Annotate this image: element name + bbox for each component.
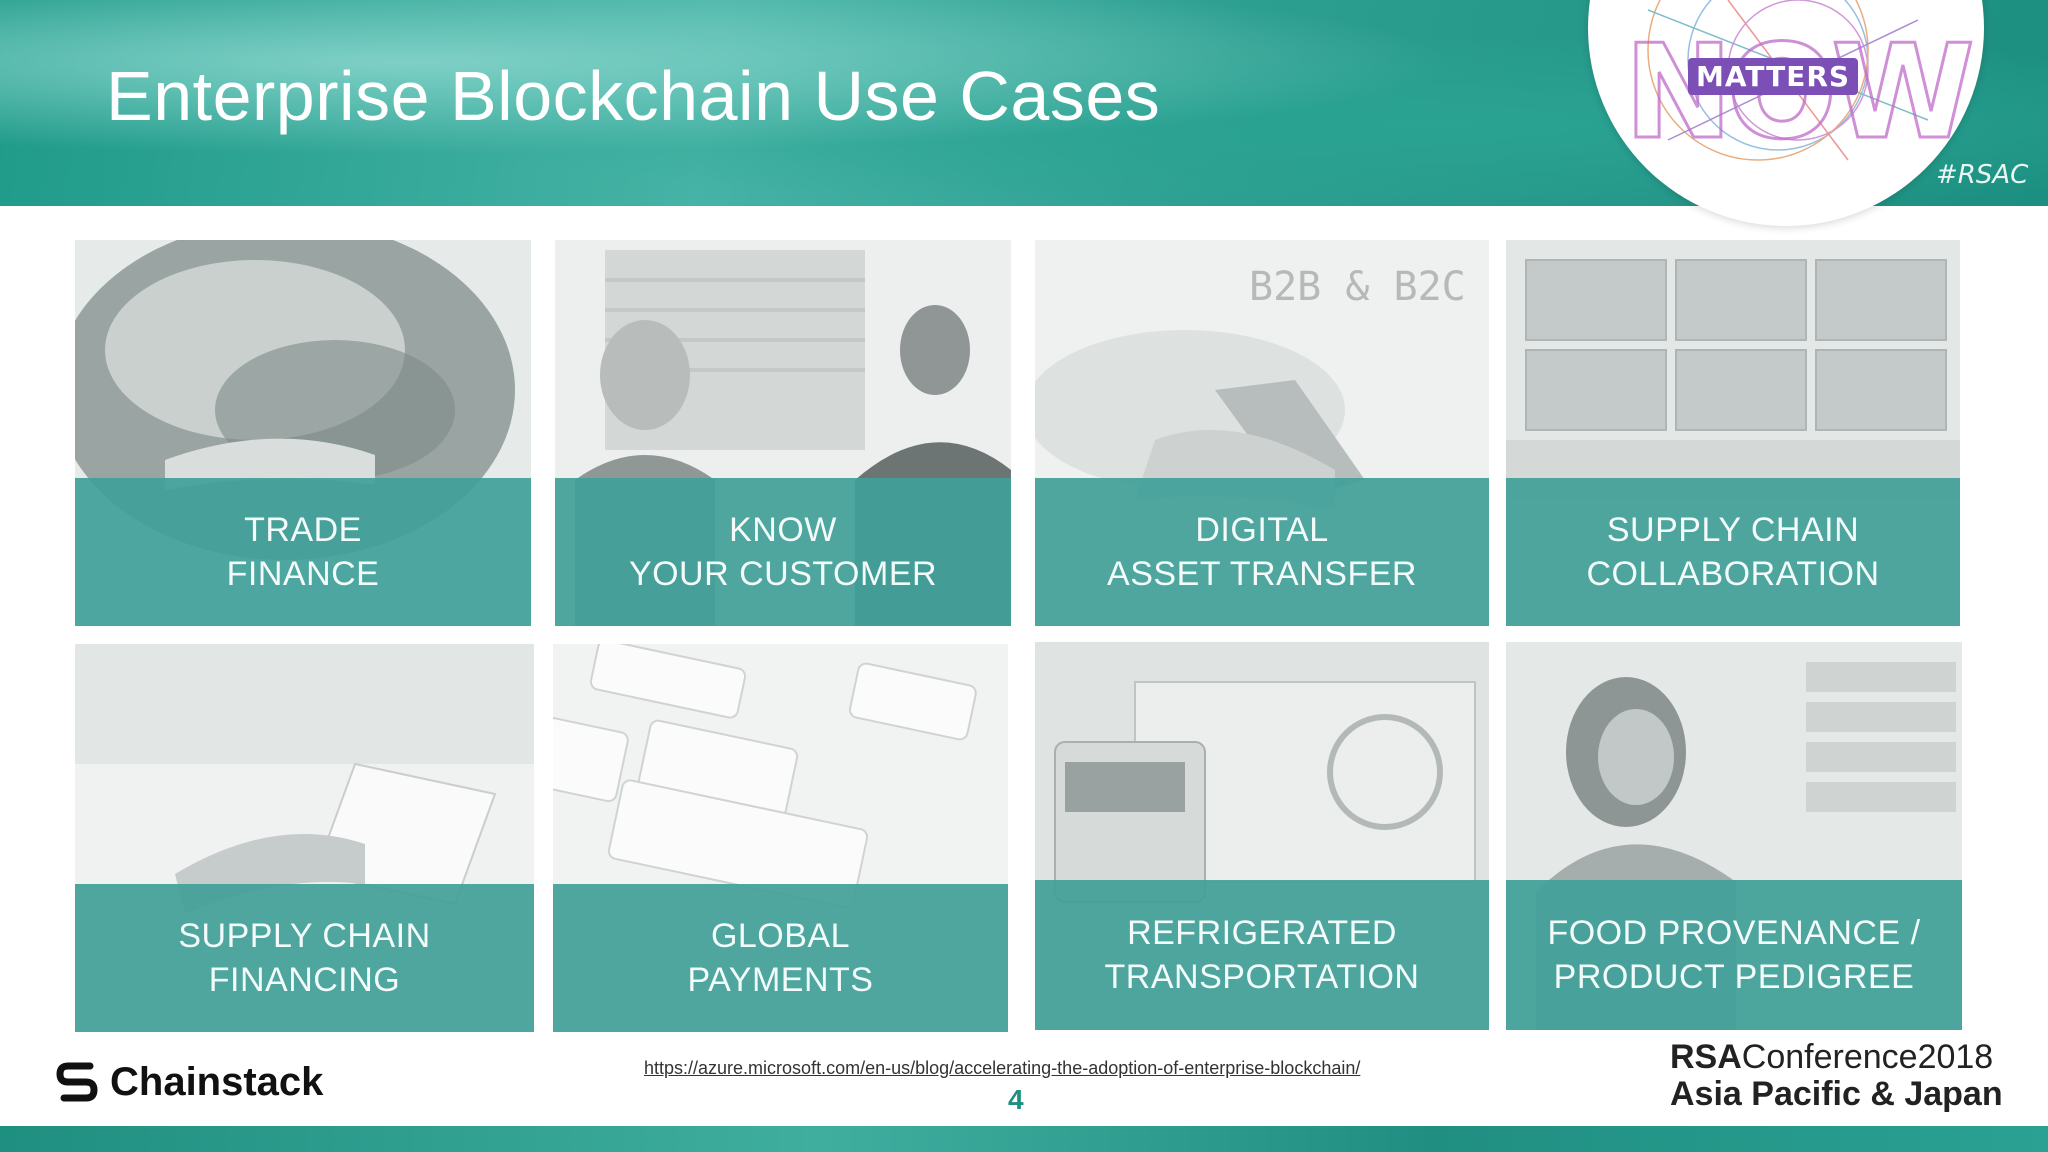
tile-supply-chain-collaboration: SUPPLY CHAIN COLLABORATION [1506, 240, 1960, 626]
tile-label-line1: TRADE [244, 511, 362, 549]
tile-label-line2: COLLABORATION [1586, 555, 1880, 593]
tile-label-band: REFRIGERATED TRANSPORTATION [1035, 880, 1489, 1030]
page-number: 4 [1008, 1084, 1024, 1115]
rsa-brand: RSA [1670, 1038, 1742, 1076]
bottom-band [0, 1126, 2048, 1152]
tile-label-line2: TRANSPORTATION [1104, 958, 1420, 996]
tile-label-band: TRADE FINANCE [75, 478, 531, 626]
tile-label-line2: FINANCING [208, 961, 401, 999]
slide-title: Enterprise Blockchain Use Cases [106, 57, 1161, 135]
tile-food-provenance: FOOD PROVENANCE / PRODUCT PEDIGREE [1506, 642, 1962, 1030]
tile-label-line2: PAYMENTS [687, 961, 874, 999]
source-link[interactable]: https://azure.microsoft.com/en-us/blog/a… [644, 1058, 1361, 1078]
tile-digital-asset-transfer: B2B & B2C DIGITAL ASSET TRANSFER [1035, 240, 1489, 626]
tile-label-line2: YOUR CUSTOMER [628, 555, 938, 593]
tile-label-band: SUPPLY CHAIN COLLABORATION [1506, 478, 1960, 626]
tile-label-line1: SUPPLY CHAIN [178, 917, 431, 955]
rsac-now-matters-badge: NOW MATTERS [1588, 0, 1984, 226]
chainstack-logo: Chainstack [54, 1058, 323, 1106]
rsa-region-label: Asia Pacific & Japan [1670, 1075, 2003, 1113]
rsa-conference-label: Conference2018 [1741, 1038, 1994, 1076]
tile-label-line1: FOOD PROVENANCE / [1547, 914, 1921, 952]
chainstack-wordmark: Chainstack [110, 1059, 324, 1104]
tile-label-band: FOOD PROVENANCE / PRODUCT PEDIGREE [1506, 880, 1962, 1030]
chainstack-icon [56, 1062, 98, 1102]
tile-know-your-customer: KNOW YOUR CUSTOMER [555, 240, 1011, 626]
b2b-b2c-overlay: B2B & B2C [1249, 264, 1466, 310]
tile-trade-finance: TRADE FINANCE [75, 240, 531, 626]
tile-label-line1: GLOBAL [710, 917, 851, 955]
tile-refrigerated-transportation: REFRIGERATED TRANSPORTATION [1035, 642, 1489, 1030]
tile-label-band: SUPPLY CHAIN FINANCING [75, 884, 534, 1032]
tile-label-line2: PRODUCT PEDIGREE [1553, 958, 1915, 996]
tile-label-line2: ASSET TRANSFER [1107, 555, 1417, 593]
tile-label-band: GLOBAL PAYMENTS [553, 884, 1008, 1032]
tile-label-line1: DIGITAL [1195, 511, 1329, 549]
tile-label-line1: KNOW [729, 511, 837, 549]
tile-label-line1: REFRIGERATED [1127, 914, 1397, 952]
tile-label-band: KNOW YOUR CUSTOMER [555, 478, 1011, 626]
tile-label-line2: FINANCE [226, 555, 380, 593]
tile-supply-chain-financing: SUPPLY CHAIN FINANCING [75, 644, 534, 1032]
matters-label: MATTERS [1688, 58, 1859, 95]
tile-global-payments: GLOBAL PAYMENTS [553, 644, 1008, 1032]
rsa-conference-logo: RSAConference2018 Asia Pacific & Japan [1670, 1038, 2003, 1114]
hashtag: #RSAC [1936, 160, 2029, 190]
tile-label-line1: SUPPLY CHAIN [1606, 511, 1860, 549]
tile-label-band: DIGITAL ASSET TRANSFER [1035, 478, 1489, 626]
